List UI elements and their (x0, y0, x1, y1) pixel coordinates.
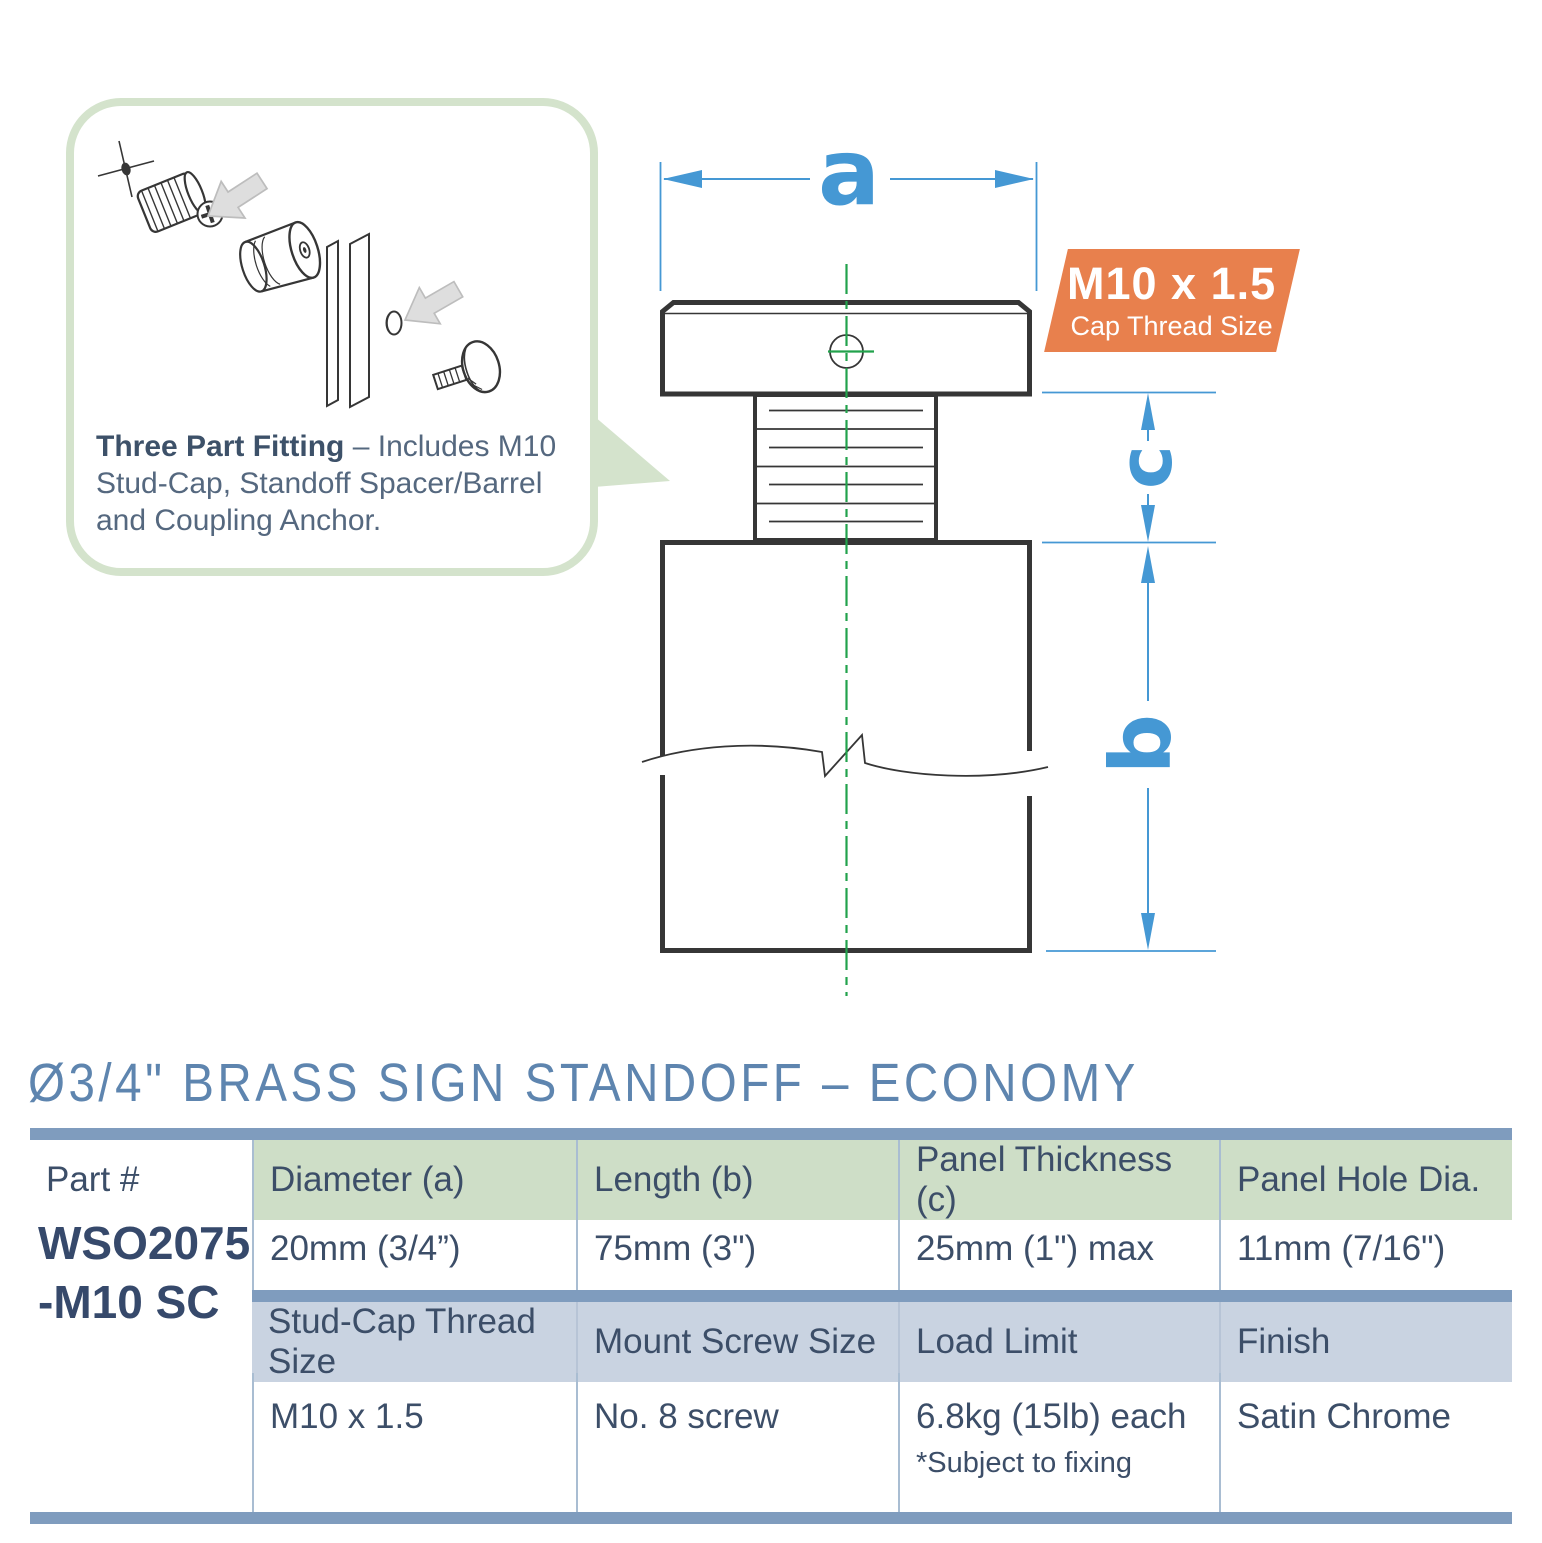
cell-part-spacer2 (30, 1373, 252, 1512)
table-bottom-bar (30, 1512, 1512, 1524)
spec-table: WSO2075 -M10 SC Part # Diameter (a) Leng… (30, 1128, 1512, 1524)
table-subsection: Stud-Cap Thread Size Mount Screw Size Lo… (252, 1290, 1512, 1382)
cell-mount-screw: No. 8 screw (576, 1373, 898, 1512)
callout-dash: – (352, 430, 370, 463)
cell-diameter: 20mm (3/4”) (252, 1208, 576, 1290)
cap-hole (829, 334, 864, 369)
load-limit-note: *Subject to fixing (916, 1447, 1133, 1479)
table-data-row-2: M10 x 1.5 No. 8 screw 6.8kg (15lb) each … (30, 1373, 1512, 1512)
cap-thread-badge-text: M10 x 1.5 Cap Thread Size (1067, 258, 1277, 341)
cell-stud-cap-thread: M10 x 1.5 (252, 1373, 576, 1512)
dim-label-a: a (817, 118, 881, 226)
header-diameter: Diameter (a) (252, 1140, 576, 1220)
header-finish: Finish (1219, 1302, 1512, 1382)
callout-heading: Three Part Fitting (96, 430, 345, 463)
header-mount-screw: Mount Screw Size (576, 1302, 898, 1382)
cell-length: 75mm (3") (576, 1208, 898, 1290)
header-load-limit: Load Limit (898, 1302, 1219, 1382)
part-number-line2: -M10 SC (38, 1276, 220, 1328)
table-data-row-1: 20mm (3/4”) 75mm (3") 25mm (1") max 11mm… (30, 1208, 1512, 1290)
centerline (828, 264, 874, 996)
table-top-bar (30, 1128, 1512, 1140)
table-header-row-2: Stud-Cap Thread Size Mount Screw Size Lo… (252, 1302, 1512, 1382)
badge-thread-size: M10 x 1.5 (1067, 258, 1277, 309)
header-panel-thickness: Panel Thickness (c) (898, 1140, 1219, 1220)
cell-panel-thickness: 25mm (1") max (898, 1208, 1219, 1290)
cap-outline (660, 300, 1032, 397)
header-panel-hole: Panel Hole Dia. (1219, 1140, 1512, 1220)
load-limit-value: 6.8kg (15lb) each (916, 1397, 1187, 1436)
barrel-outline (641, 540, 1049, 953)
dim-label-c: c (1103, 445, 1189, 489)
cell-panel-hole: 11mm (7/16") (1219, 1208, 1512, 1290)
part-number-line1: WSO2075 (38, 1217, 251, 1269)
break-line (641, 732, 1049, 779)
callout-caption: Three Part Fitting – Includes M10 Stud-C… (96, 428, 596, 539)
cell-finish: Satin Chrome (1219, 1373, 1512, 1512)
header-stud-cap-thread: Stud-Cap Thread Size (252, 1302, 576, 1382)
part-number: WSO2075 -M10 SC (38, 1214, 250, 1332)
header-part: Part # (30, 1140, 252, 1220)
cap-thread-badge: M10 x 1.5 Cap Thread Size (1044, 249, 1300, 352)
callout-body: Includes M10 Stud-Cap, Standoff Spacer/B… (96, 430, 557, 537)
table-header-row-1: Part # Diameter (a) Length (b) Panel Thi… (30, 1140, 1512, 1220)
header-length: Length (b) (576, 1140, 898, 1220)
page-title: Ø3/4" BRASS SIGN STANDOFF – ECONOMY (28, 1053, 1139, 1113)
stud-cap-thread-value: M10 x 1.5 (270, 1397, 424, 1436)
dim-label-b: b (1092, 713, 1190, 775)
badge-caption: Cap Thread Size (1070, 311, 1274, 341)
mount-screw-value: No. 8 screw (594, 1397, 779, 1436)
finish-value: Satin Chrome (1237, 1397, 1451, 1436)
subheader-top-bar (252, 1290, 1512, 1302)
stud-thread (753, 393, 938, 542)
cell-load-limit: 6.8kg (15lb) each *Subject to fixing (898, 1373, 1219, 1512)
callout-tail (594, 416, 670, 487)
